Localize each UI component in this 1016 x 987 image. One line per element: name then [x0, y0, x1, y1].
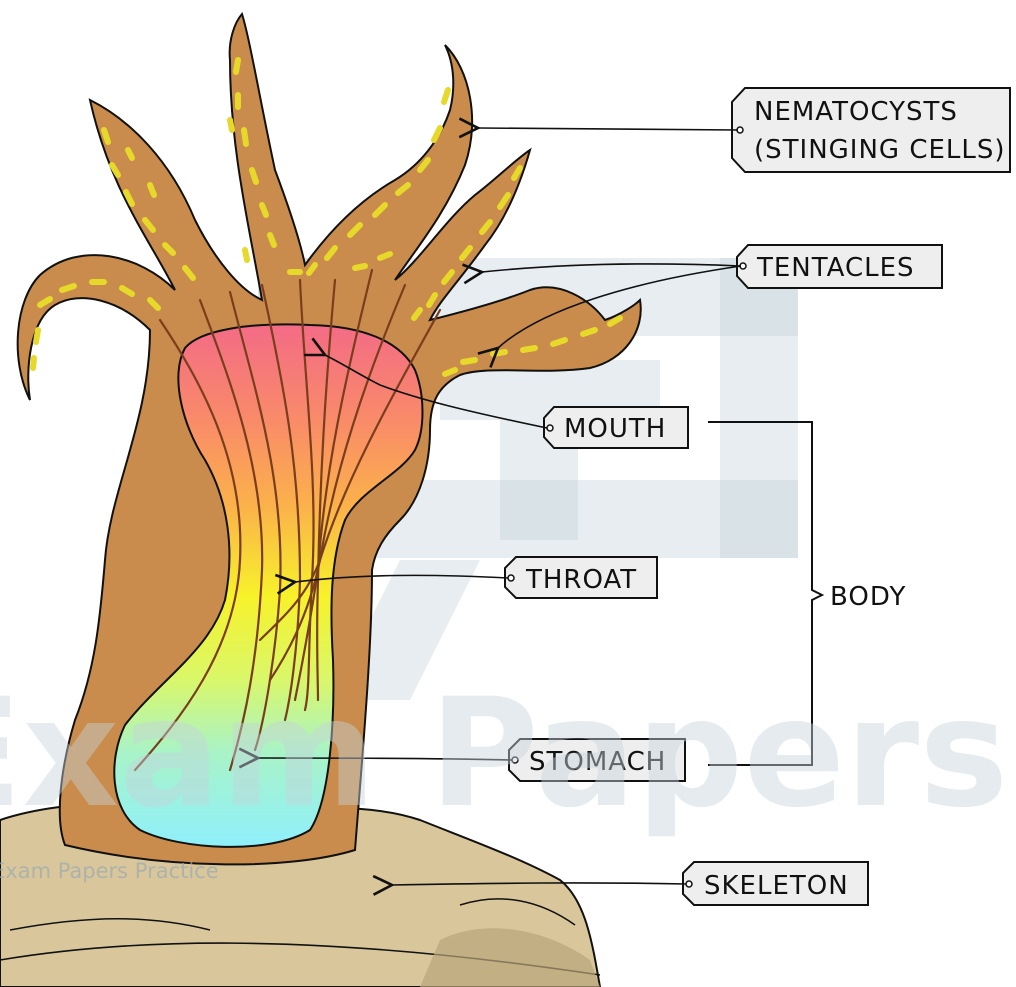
- label-skeleton: SKELETON: [683, 862, 868, 905]
- watermark-text: Exam Papers Practice: [0, 667, 1016, 841]
- label-nematocysts-line2: (STINGING CELLS): [754, 135, 1006, 165]
- label-mouth: MOUTH: [544, 407, 688, 448]
- label-nematocysts-line1: NEMATOCYSTS: [754, 97, 958, 127]
- label-throat-text: THROAT: [525, 565, 637, 595]
- label-throat: THROAT: [505, 557, 657, 598]
- label-mouth-text: MOUTH: [564, 414, 666, 444]
- label-tentacles-text: TENTACLES: [756, 253, 915, 283]
- label-body-text: BODY: [830, 582, 906, 612]
- label-tentacles: TENTACLES: [737, 245, 942, 288]
- label-nematocysts: NEMATOCYSTS (STINGING CELLS): [732, 88, 1010, 172]
- watermark-small-text: Exam Papers Practice: [0, 859, 219, 883]
- arrow-nematocysts: [478, 128, 738, 130]
- label-skeleton-text: SKELETON: [704, 871, 849, 901]
